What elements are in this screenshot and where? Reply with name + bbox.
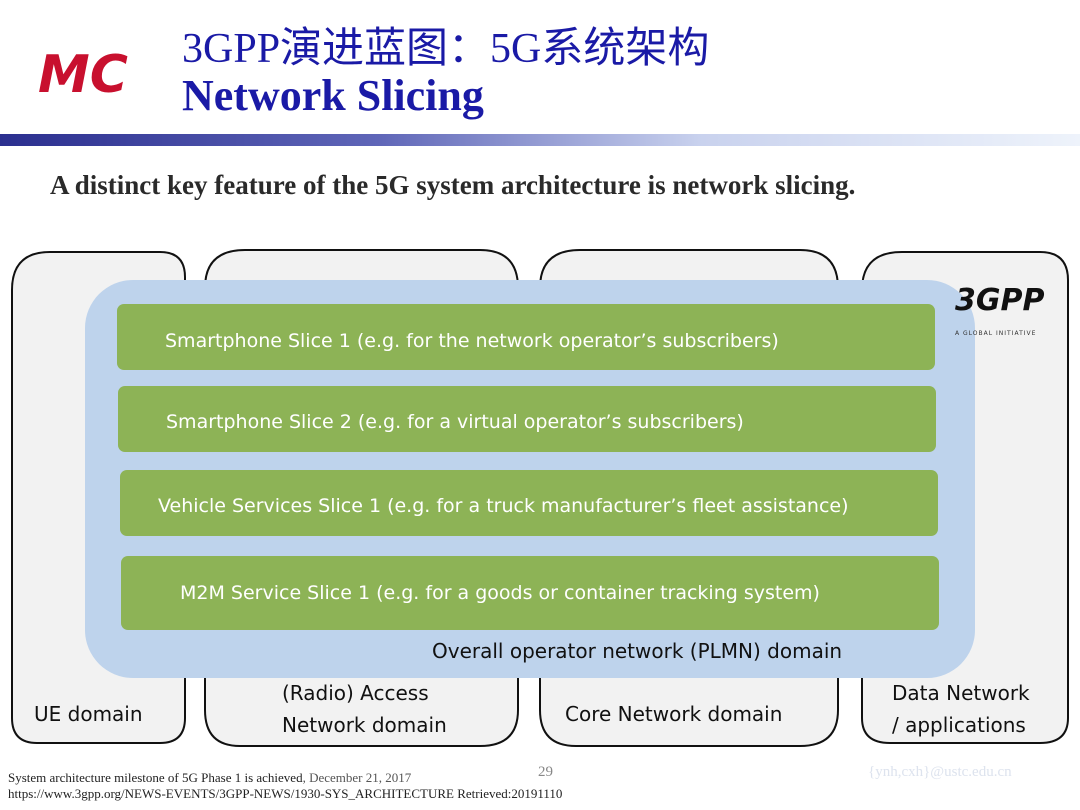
page-number: 29 bbox=[538, 764, 553, 780]
citation-url[interactable]: https://www.3gpp.org/NEWS-EVENTS/3GPP-NE… bbox=[8, 786, 563, 801]
slice-label-2: Smartphone Slice 2 (e.g. for a virtual o… bbox=[166, 411, 744, 433]
ue-domain-label: UE domain bbox=[34, 702, 143, 726]
slice-bar-3 bbox=[120, 470, 938, 536]
dn-domain-label-1: Data Network bbox=[892, 681, 1030, 705]
ran-domain-label-2: Network domain bbox=[282, 713, 447, 737]
plmn-label: Overall operator network (PLMN) domain bbox=[432, 639, 842, 663]
3gpp-logo: 3GPP A GLOBAL INITIATIVE bbox=[955, 283, 1044, 337]
intro-text: A distinct key feature of the 5G system … bbox=[50, 170, 856, 200]
title-line1: 3GPP演进蓝图：5G系统架构 bbox=[182, 26, 710, 72]
title-divider bbox=[0, 134, 1080, 146]
3gpp-logo-text: 3GPP bbox=[955, 283, 1044, 318]
author-email: {ynh,cxh}@ustc.edu.cn bbox=[868, 764, 1012, 780]
slice-label-1: Smartphone Slice 1 (e.g. for the network… bbox=[165, 330, 779, 352]
mc-logo: MC bbox=[38, 45, 128, 105]
title-line2: Network Slicing bbox=[182, 71, 484, 120]
slice-bar-1 bbox=[117, 304, 935, 370]
core-domain-label: Core Network domain bbox=[565, 702, 782, 726]
slice-bar-4 bbox=[121, 556, 939, 630]
3gpp-logo-tagline: A GLOBAL INITIATIVE bbox=[955, 330, 1036, 337]
ran-domain-label-1: (Radio) Access bbox=[282, 681, 429, 705]
citation-title[interactable]: System architecture milestone of 5G Phas… bbox=[8, 770, 303, 785]
slice-label-3: Vehicle Services Slice 1 (e.g. for a tru… bbox=[158, 495, 849, 517]
slice-label-4: M2M Service Slice 1 (e.g. for a goods or… bbox=[180, 582, 820, 604]
network-slicing-diagram: Smartphone Slice 1 (e.g. for the network… bbox=[11, 249, 1069, 747]
dn-domain-label-2: / applications bbox=[892, 713, 1026, 737]
mc-logo-text: MC bbox=[38, 45, 128, 105]
slice-bar-2 bbox=[118, 386, 936, 452]
footer-citation: System architecture milestone of 5G Phas… bbox=[8, 770, 562, 802]
citation-date: , December 21, 2017 bbox=[302, 770, 412, 785]
